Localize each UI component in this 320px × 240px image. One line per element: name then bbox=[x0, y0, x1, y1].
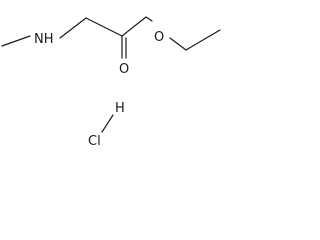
bond-carbonyl-o bbox=[145, 16, 153, 22]
bond-ethyl-methyl bbox=[185, 29, 221, 51]
molecule-svg: NH O O H Cl bbox=[1, 16, 221, 149]
atom-nitrogen-label: NH bbox=[34, 32, 54, 47]
atom-ester-oxygen-label: O bbox=[154, 30, 164, 45]
atom-hydrogen-label: H bbox=[115, 101, 125, 116]
bond-methyl-n bbox=[1, 35, 31, 47]
bond-n-ch2 bbox=[59, 17, 87, 39]
atom-chlorine-label: Cl bbox=[88, 134, 101, 149]
structure-diagram: NH O O H Cl bbox=[0, 0, 226, 150]
bond-ch2-carbonyl bbox=[121, 16, 147, 37]
bond-o-ethyl bbox=[169, 37, 187, 51]
atom-carbonyl-oxygen-label: O bbox=[119, 62, 129, 77]
bond-ch2-ch2 bbox=[85, 17, 123, 37]
bond-h-cl bbox=[101, 114, 114, 133]
